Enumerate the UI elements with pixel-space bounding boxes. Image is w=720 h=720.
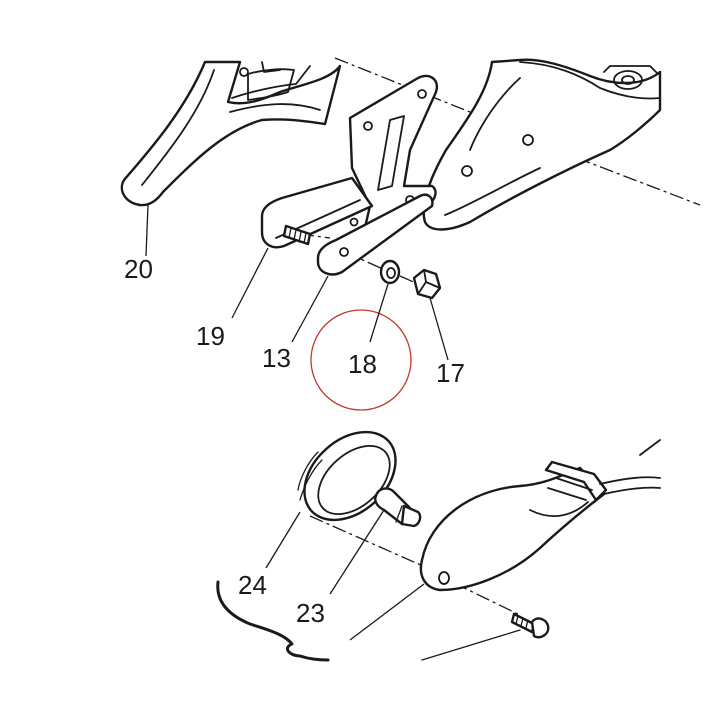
part-13-bracket-plate: [316, 193, 434, 276]
group-brace: [216, 580, 521, 662]
callout-18: 18: [348, 349, 377, 379]
callout-17: 17: [436, 358, 465, 388]
callout-20: 20: [124, 254, 153, 284]
callout-23: 23: [296, 598, 325, 628]
leader-lines: [145, 204, 449, 641]
part-17-nut: [412, 268, 442, 300]
part-19-plate: [260, 176, 374, 249]
callout-24: 24: [238, 570, 267, 600]
highlight-circle: [310, 309, 412, 411]
part-18-washer: [379, 259, 401, 285]
indicator-housing: [419, 439, 661, 592]
stud-bolt: [282, 224, 312, 246]
part-23-bulb: [374, 487, 422, 528]
callout-19: 19: [196, 321, 225, 351]
part-24-lens-ring: [297, 430, 397, 522]
screw: [510, 612, 550, 639]
mudguard-body: [422, 58, 662, 231]
left-frame-arm: [120, 60, 342, 207]
callout-13: 13: [262, 343, 291, 373]
